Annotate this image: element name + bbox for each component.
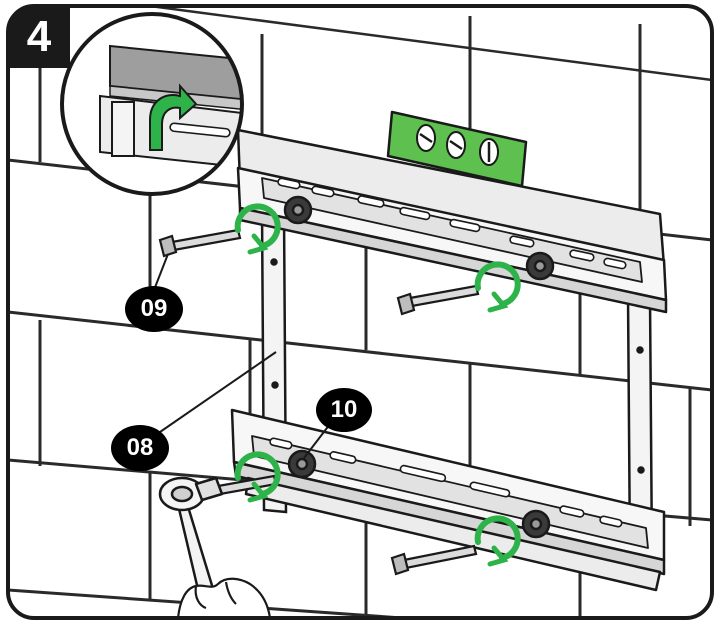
screw-bottom-right (390, 544, 478, 576)
rotate-arrow-icon (234, 203, 281, 255)
part-label-08: 08 (111, 425, 169, 471)
leader-08 (159, 351, 277, 433)
leader-lines (153, 253, 331, 459)
hand (176, 577, 272, 618)
socket-wrench-icon (158, 476, 224, 600)
washer-top-right (525, 251, 555, 281)
part-label-10: 10 (316, 388, 372, 432)
detail-inset (60, 12, 244, 196)
diagram-frame (6, 4, 714, 620)
washer-top-left (283, 195, 313, 225)
rotate-arrow-icon (149, 83, 198, 151)
leader-09 (153, 253, 169, 291)
step-number-badge: 4 (8, 6, 70, 68)
washers (283, 195, 555, 539)
rotate-arrows (234, 203, 521, 567)
washer-bottom-left (287, 449, 317, 479)
spirit-level-icon (386, 110, 528, 188)
washer-bottom-right (521, 509, 551, 539)
screw-top-left (158, 228, 242, 258)
rotate-arrow-icon (474, 515, 521, 567)
part-label-09: 09 (125, 286, 183, 332)
leader-10 (303, 423, 331, 459)
rotate-arrow-icon (474, 261, 521, 313)
screw-top-right (396, 284, 480, 316)
rotate-arrow-icon (234, 451, 281, 503)
